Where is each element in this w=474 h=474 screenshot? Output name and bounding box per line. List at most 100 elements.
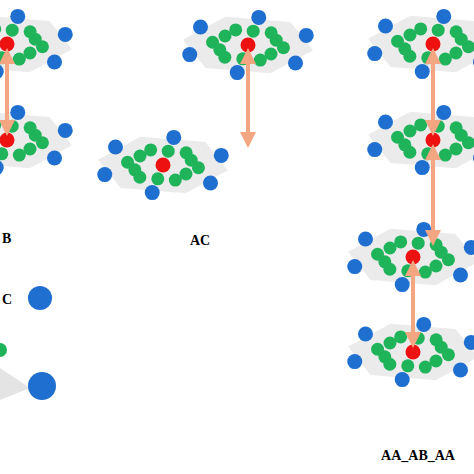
panel-label: B: [2, 232, 11, 246]
blue-atom: [230, 65, 245, 80]
green-atom: [412, 237, 425, 250]
blue-atom: [299, 28, 314, 43]
blue-atom: [58, 123, 73, 138]
blue-atom: [415, 160, 430, 175]
green-atom: [432, 24, 445, 37]
green-atom: [371, 343, 384, 356]
blue-atom: [416, 222, 431, 237]
green-atom: [0, 147, 8, 160]
red-atom: [426, 37, 441, 52]
green-atom: [450, 25, 463, 38]
legend-atom: [0, 343, 7, 357]
green-atom: [394, 330, 407, 343]
green-atom: [121, 156, 134, 169]
green-atom: [265, 26, 278, 39]
green-atom: [133, 171, 146, 184]
green-atom: [401, 359, 414, 372]
blue-atom: [166, 130, 181, 145]
molecule-layer: [367, 9, 474, 79]
blue-atom: [395, 277, 410, 292]
blue-atom: [347, 354, 362, 369]
interlayer-arrow: [431, 152, 435, 238]
blue-atom: [367, 142, 382, 157]
panel-label: AA_AB_AA: [381, 449, 455, 463]
green-atom: [254, 54, 267, 67]
molecule-layer: [0, 9, 73, 79]
green-atom: [206, 36, 219, 49]
green-atom: [439, 149, 452, 162]
red-atom: [0, 133, 15, 148]
red-atom: [0, 37, 15, 52]
blue-atom: [395, 372, 410, 387]
green-atom: [180, 146, 193, 159]
blue-atom: [193, 20, 208, 35]
molecule-layer: [347, 222, 474, 292]
green-atom: [439, 53, 452, 66]
blue-atom: [182, 47, 197, 62]
green-atom: [24, 121, 37, 134]
green-atom: [430, 333, 443, 346]
green-atom: [391, 35, 404, 48]
blue-atom: [473, 54, 474, 69]
legend-plane: [0, 368, 30, 400]
blue-atom: [473, 150, 474, 165]
interlayer-arrow: [431, 56, 435, 128]
molecule-layer: [97, 130, 229, 200]
green-atom: [0, 22, 1, 35]
blue-atom: [288, 55, 303, 70]
blue-atom: [464, 335, 474, 350]
blue-atom: [416, 317, 431, 332]
layer-plane: [0, 16, 72, 72]
blue-atom: [214, 148, 229, 163]
blue-atom: [47, 150, 62, 165]
green-atom: [13, 149, 26, 162]
layer-plane: [368, 112, 474, 168]
red-atom: [156, 158, 171, 173]
red-atom: [241, 38, 256, 53]
red-atom: [406, 345, 421, 360]
blue-atom: [145, 185, 160, 200]
green-atom: [13, 53, 26, 66]
blue-atom: [453, 362, 468, 377]
interlayer-arrow: [411, 268, 415, 340]
green-atom: [394, 235, 407, 248]
blue-atom: [453, 267, 468, 282]
blue-atom: [378, 19, 393, 34]
layer-plane: [98, 137, 228, 193]
blue-atom: [47, 54, 62, 69]
green-atom: [0, 118, 1, 131]
blue-atom: [10, 105, 25, 120]
blue-atom: [0, 160, 4, 175]
blue-atom: [436, 9, 451, 24]
green-atom: [391, 131, 404, 144]
blue-atom: [378, 115, 393, 130]
interlayer-arrow: [5, 56, 9, 128]
blue-atom: [367, 46, 382, 61]
green-atom: [419, 266, 432, 279]
green-atom: [414, 118, 427, 131]
red-atom: [406, 250, 421, 265]
green-atom: [229, 23, 242, 36]
blue-atom: [358, 327, 373, 342]
legend-atom: [28, 372, 56, 400]
layer-plane: [0, 112, 72, 168]
blue-atom: [97, 167, 112, 182]
molecule-layer: [367, 105, 474, 175]
red-atom: [426, 133, 441, 148]
green-atom: [383, 263, 396, 276]
green-atom: [162, 145, 175, 158]
blue-atom: [58, 27, 73, 42]
blue-atom: [358, 232, 373, 247]
green-atom: [6, 24, 19, 37]
blue-atom: [203, 175, 218, 190]
panel-label: AC: [190, 234, 210, 248]
blue-atom: [436, 105, 451, 120]
green-atom: [414, 22, 427, 35]
interlayer-arrow: [246, 56, 250, 140]
blue-atom: [251, 10, 266, 25]
green-atom: [383, 358, 396, 371]
green-atom: [371, 248, 384, 261]
blue-atom: [464, 240, 474, 255]
